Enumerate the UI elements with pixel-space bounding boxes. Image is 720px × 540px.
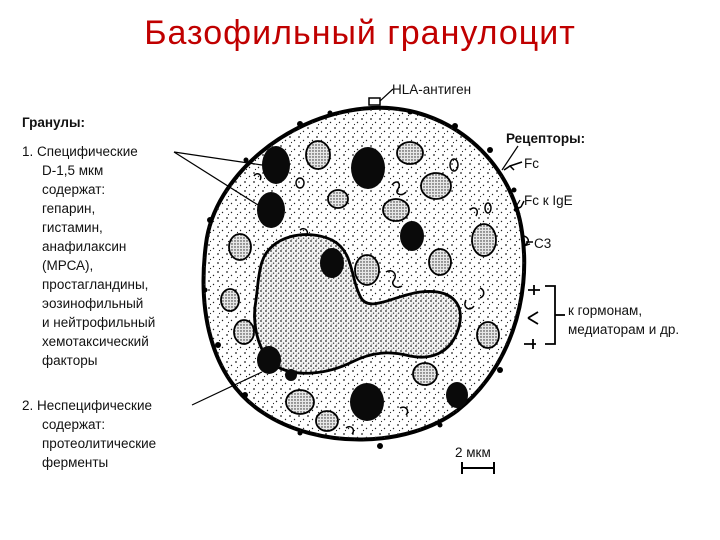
receptor-fc-ige <box>513 200 525 215</box>
specific-granules-line: и нейтрофильный <box>42 315 156 330</box>
scale-bar <box>461 462 495 474</box>
specific-granules-line: 1. Специфические <box>22 144 138 159</box>
specific-granules-line: (МРСА), <box>42 258 94 273</box>
nonspecific-granules-line: содержат: <box>42 417 106 432</box>
cytoplasm-organelles <box>253 158 492 435</box>
page-title: Базофильный гранулоцит <box>144 14 576 52</box>
specific-granules-line: простагландины, <box>42 277 149 292</box>
hormone-receptors <box>524 285 565 349</box>
hormone-receptor-label: медиаторам и др. <box>568 322 680 337</box>
specific-granules-line: D-1,5 мкм <box>42 163 104 178</box>
specific-granules-line: анафилаксин <box>42 239 127 254</box>
hla-antigen-marker <box>368 88 394 106</box>
nonspecific-granules-line: протеолитические <box>42 436 157 451</box>
fc-receptor-label: Fc <box>524 156 539 171</box>
granules-heading: Гранулы: <box>22 115 85 130</box>
nonspecific-granules-line: ферменты <box>42 455 109 470</box>
nucleus <box>253 233 462 375</box>
nonspecific-granules-line: 2. Неспецифические <box>22 398 153 413</box>
nonspecific-granules <box>220 140 500 432</box>
specific-granules-line: гистамин, <box>42 220 103 235</box>
specific-granules-line: гепарин, <box>42 201 96 216</box>
leader-lines <box>173 145 531 406</box>
c3-receptor-label: C3 <box>534 236 552 251</box>
hla-antigen-label: HLA-антиген <box>392 82 472 97</box>
scale-bar-label: 2 мкм <box>455 445 491 460</box>
membrane-bumps <box>202 109 517 449</box>
specific-granules-line: факторы <box>42 353 98 368</box>
receptor-c3 <box>521 235 533 247</box>
specific-granules-line: содержат: <box>42 182 106 197</box>
receptors-heading: Рецепторы: <box>506 131 586 146</box>
specific-granules-line: хемотаксический <box>42 334 149 349</box>
specific-granules-line: эозинофильный <box>42 296 144 311</box>
receptor-fc <box>503 161 523 171</box>
hormone-receptor-label: к гормонам, <box>568 303 643 318</box>
specific-granules <box>257 146 468 421</box>
fc-ige-receptor-label: Fc к IgE <box>524 193 573 208</box>
